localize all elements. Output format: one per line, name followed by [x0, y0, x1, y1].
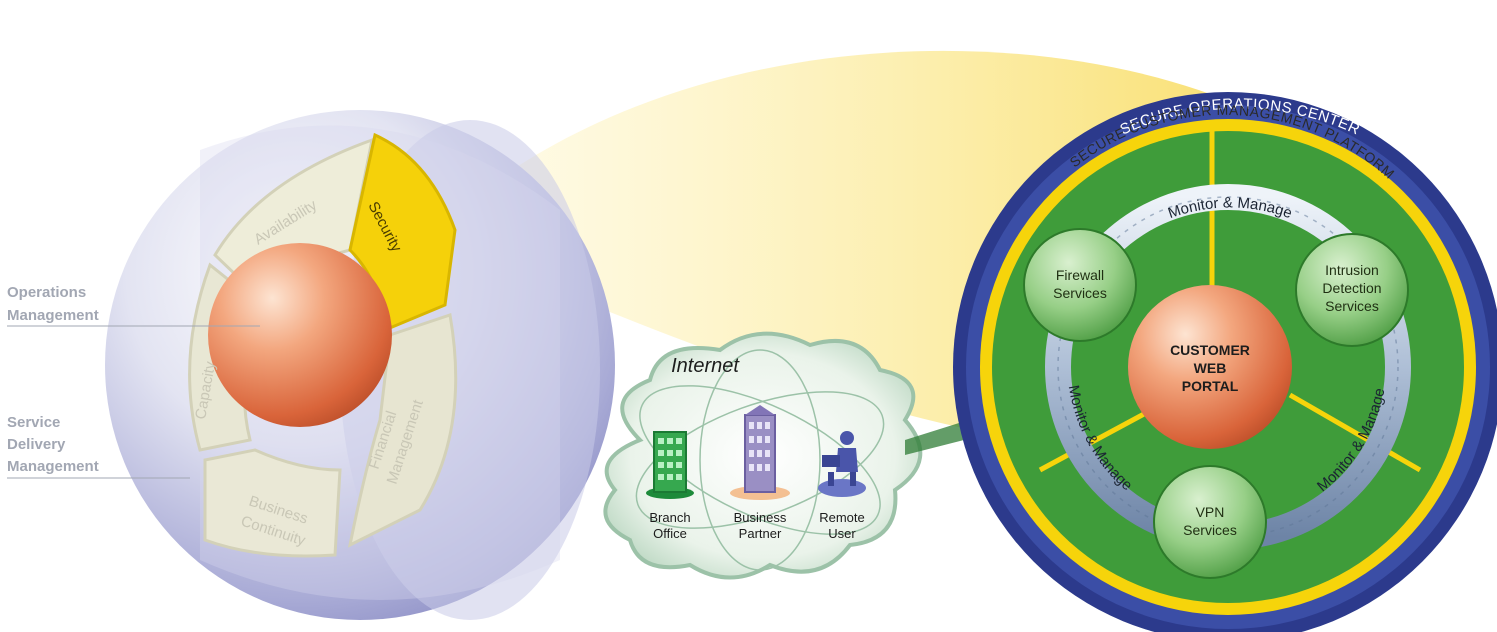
intrusion-detection-node: Intrusion Detection Services	[1295, 233, 1409, 347]
firewall-services-node: Firewall Services	[1023, 228, 1137, 342]
core-sphere	[208, 243, 392, 427]
firewall-label-1: Firewall	[1056, 267, 1104, 283]
segment-security	[348, 132, 457, 333]
remote-label-1: Remote	[819, 510, 865, 525]
remote-label-2: User	[828, 526, 856, 541]
branch-label-1: Branch	[649, 510, 690, 525]
intrusion-label-3: Services	[1325, 298, 1379, 314]
side-labels: Operations Management Service Delivery M…	[7, 284, 260, 479]
portal-label-2: WEB	[1194, 360, 1227, 376]
branch-label-2: Office	[653, 526, 687, 541]
partner-label-1: Business	[734, 510, 787, 525]
vpn-services-node: VPN Services	[1153, 465, 1267, 579]
secure-operations-center: SECURE OPERATIONS CENTER SECURE CUSTOMER…	[953, 92, 1497, 632]
branch-office-icon	[646, 431, 694, 499]
firewall-label-2: Services	[1053, 285, 1107, 301]
customer-web-portal: CUSTOMER WEB PORTAL	[1128, 285, 1292, 449]
segment-business-continuity	[203, 448, 342, 558]
vpn-label-2: Services	[1183, 522, 1237, 538]
service-label-3: Management	[7, 458, 99, 475]
service-label-1: Service	[7, 414, 60, 431]
intrusion-label-2: Detection	[1322, 280, 1381, 296]
internet-cloud: Internet Branch Office Business Partner	[603, 331, 923, 580]
service-label-2: Delivery	[7, 436, 66, 453]
left-globe-figure: Availability Security Capacity Financial…	[105, 110, 615, 620]
intrusion-label-1: Intrusion	[1325, 262, 1379, 278]
vpn-label-1: VPN	[1196, 504, 1225, 520]
internet-title: Internet	[671, 355, 740, 377]
operations-label-1: Operations	[7, 284, 86, 301]
operations-label-2: Management	[7, 307, 99, 324]
portal-label-1: CUSTOMER	[1170, 342, 1250, 358]
business-partner-icon	[730, 405, 790, 500]
remote-user-icon	[818, 431, 866, 497]
portal-label-3: PORTAL	[1182, 378, 1239, 394]
partner-label-2: Partner	[739, 526, 782, 541]
segment-financial-management	[347, 313, 458, 548]
